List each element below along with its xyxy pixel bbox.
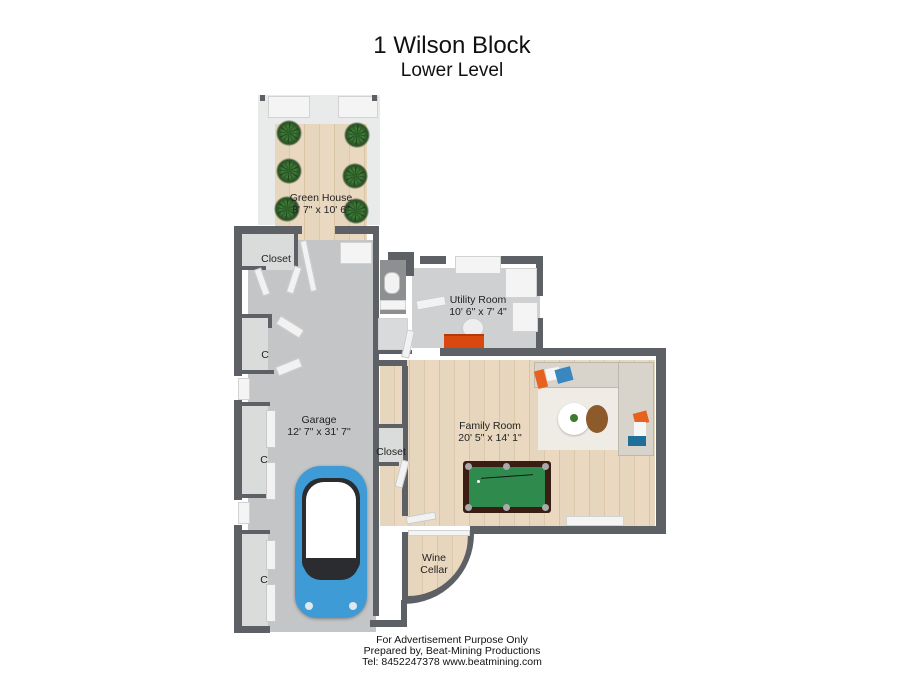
toilet-icon xyxy=(384,272,400,294)
plan-subtitle: Lower Level xyxy=(400,60,504,81)
footer-contact: Tel: 8452247378 www.beatmining.com xyxy=(362,656,542,668)
room-label-closet-top: Closet xyxy=(261,253,291,265)
room-label-garage: Garage 12' 7" x 31' 7" xyxy=(287,414,351,438)
plant-icon xyxy=(276,120,302,146)
plant-icon xyxy=(570,414,578,422)
room-label-wine-cellar: Wine Cellar xyxy=(420,552,448,576)
room-label-c-2: C xyxy=(260,454,268,466)
room-label-family-room: Family Room 20' 5" x 14' 1" xyxy=(458,420,522,444)
footer-prepared-by: Prepared by, Beat-Mining Productions xyxy=(363,645,541,657)
sink-icon xyxy=(340,242,372,264)
room-label-closet-family: Closet xyxy=(376,446,406,458)
footer-disclaimer: For Advertisement Purpose Only xyxy=(376,634,528,646)
room-label-green-house: Green House 8' 7" x 10' 6" xyxy=(289,192,353,216)
room-label-c-1: C xyxy=(261,349,269,361)
pillow-blue xyxy=(628,436,646,446)
plant-icon xyxy=(276,158,302,184)
plant-icon xyxy=(344,122,370,148)
room-label-utility-room: Utility Room 10' 6" x 7' 4" xyxy=(449,294,507,318)
plan-title: 1 Wilson Block xyxy=(373,32,531,59)
sink-icon xyxy=(512,302,538,332)
pool-table xyxy=(463,461,551,513)
side-table-wood xyxy=(586,405,608,433)
plant-icon xyxy=(343,198,369,224)
plant-icon xyxy=(274,196,300,222)
car-icon xyxy=(295,466,367,618)
plant-icon xyxy=(342,163,368,189)
room-label-c-3: C xyxy=(260,574,268,586)
orange-bench xyxy=(444,334,484,348)
pillow-white xyxy=(634,422,646,436)
